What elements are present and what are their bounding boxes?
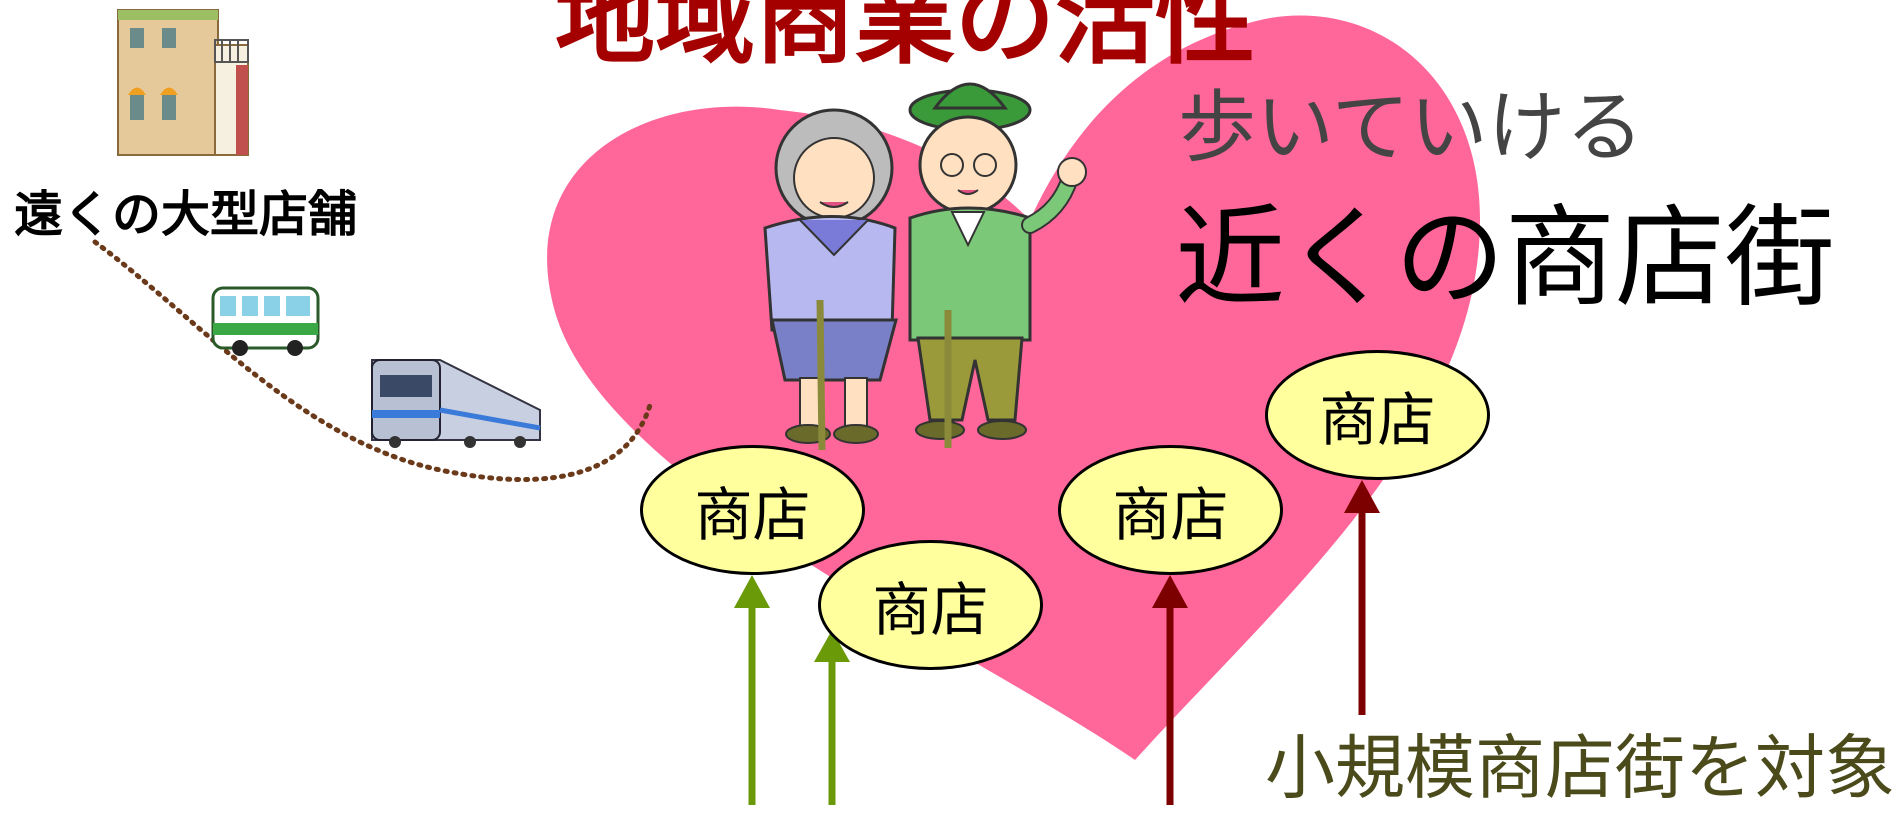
near-street-label: 近くの商店街 xyxy=(1175,194,1835,322)
target-label: 小規模商店街を対象に xyxy=(1265,727,1903,809)
arrow-green-1 xyxy=(734,575,770,805)
elderly-woman-icon xyxy=(763,108,898,451)
shop-node-4: 商店 xyxy=(1265,350,1490,480)
shop-node-1: 商店 xyxy=(640,445,865,575)
arrow-red-1 xyxy=(1152,575,1188,805)
top-title-partial: 地域商業の活性 xyxy=(555,0,1255,78)
walkable-label: 歩いていける xyxy=(1178,83,1644,173)
arrow-green-2 xyxy=(814,630,850,805)
far-store-label: 遠くの大型店舗 xyxy=(14,186,358,243)
shop-node-2: 商店 xyxy=(818,540,1043,670)
arrow-red-2 xyxy=(1344,480,1380,715)
dotted-path xyxy=(92,239,653,482)
elderly-man-icon xyxy=(908,82,1087,448)
shop-node-3: 商店 xyxy=(1058,445,1283,575)
bus-icon xyxy=(211,286,320,356)
building-icon xyxy=(117,9,249,156)
train-icon xyxy=(371,359,541,448)
